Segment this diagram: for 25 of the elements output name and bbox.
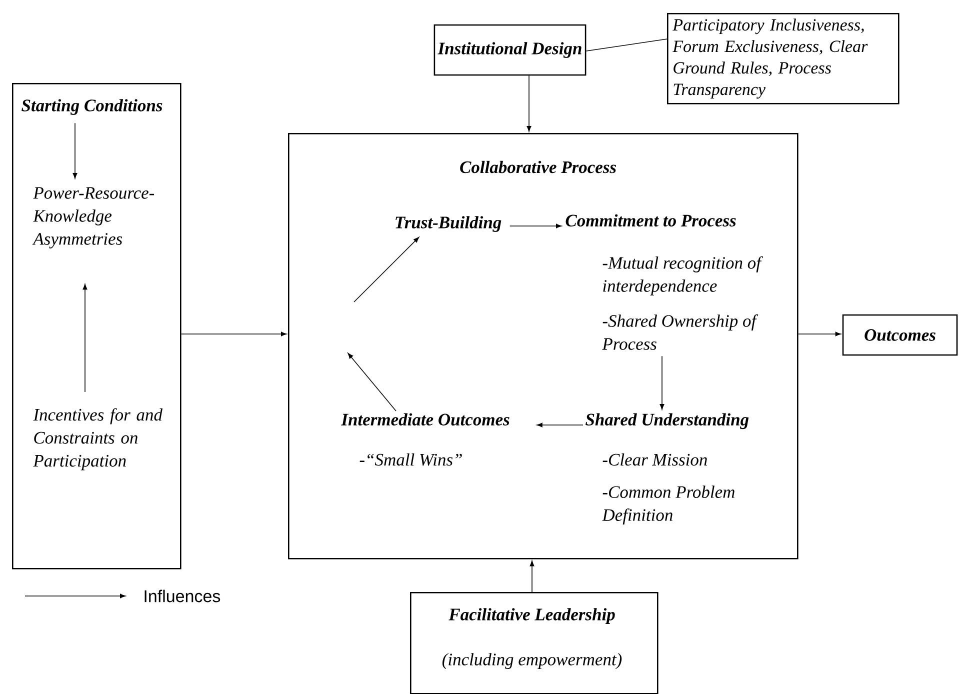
arrow — [354, 236, 420, 302]
label-text: Power-Resource-Knowledge Asymmetries — [32, 187, 154, 248]
process-box: Institutional Design — [434, 24, 586, 76]
arrow — [798, 332, 842, 336]
heading-text: Commitment to Process -Mutual recognition of interdependence -Shared Ownership of Process — [566, 214, 763, 350]
arrow — [509, 224, 562, 228]
arrow — [348, 352, 396, 412]
legend-label: Influences — [144, 590, 220, 602]
arrow — [82, 284, 88, 392]
heading-text: Shared Understanding -Clear Mission -Common Problem Definition — [586, 413, 749, 525]
arrow — [530, 560, 534, 592]
arrow — [526, 75, 532, 132]
note-box: Participatory Inclusiveness, Forum Exclusiveness, Clear Ground Rules, Process Transparency — [667, 13, 900, 104]
panel-box — [12, 83, 182, 570]
arrow — [660, 356, 664, 410]
heading-text: Intermediate Outcomes -“Small Wins” — [341, 413, 510, 466]
heading-text: Trust-Building — [396, 216, 502, 232]
arrow — [180, 332, 287, 336]
process-box: Facilitative Leadership (including empowerment) — [410, 592, 658, 694]
arrow — [72, 122, 78, 179]
label-text: Incentives for and Constraints on Participation — [33, 408, 163, 470]
heading-text: Starting Conditions — [22, 99, 162, 115]
leader-line — [586, 38, 668, 52]
arrow — [536, 422, 584, 428]
process-box: Outcomes — [842, 314, 958, 356]
